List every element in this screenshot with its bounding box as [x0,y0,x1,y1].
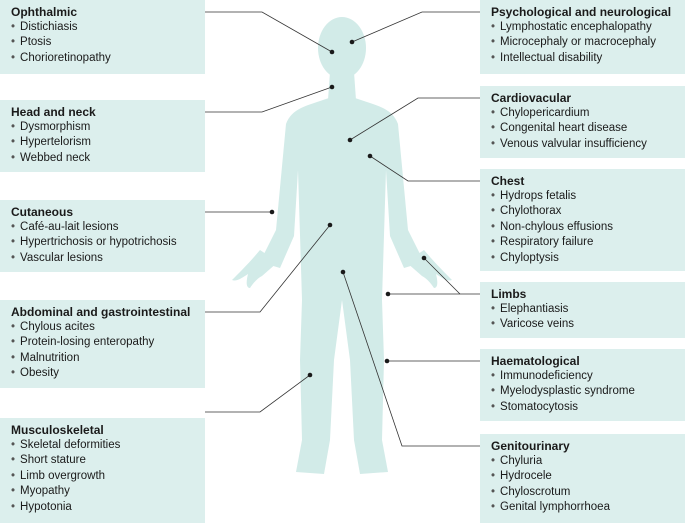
dot-genital [340,269,346,275]
musculoskeletal-item: Short stature [11,453,205,468]
musculoskeletal-box: Musculoskeletal Skeletal deformities Sho… [0,418,205,523]
cutaneous-title: Cutaneous [11,205,74,219]
cardiovascular-item: Congenital heart disease [491,121,685,136]
cutaneous-item: Vascular lesions [11,251,205,266]
musculoskeletal-item: Myopathy [11,484,205,499]
torso-and-legs-shape [260,98,424,474]
chest-item: Chyloptysis [491,251,685,266]
haematological-item: Stomatocytosis [491,400,685,415]
head-shape [318,17,366,79]
abdominal-item: Chylous acites [11,320,205,335]
musculoskeletal-item: Skeletal deformities [11,438,205,453]
haematological-title: Haematological [491,354,580,368]
abdominal-title: Abdominal and gastrointestinal [11,305,191,319]
psychological-box: Psychological and neurological Lymphosta… [480,0,685,74]
cardiovascular-item: Venous valvular insufficiency [491,137,685,152]
limbs-item: Elephantiasis [491,302,685,317]
left-hand-shape [232,250,278,288]
cardiovascular-box: Cardiovacular Chylopericardium Congenita… [480,86,685,158]
cardiovascular-title: Cardiovacular [491,91,572,105]
psychological-title: Psychological and neurological [491,5,672,19]
anchor-dots [269,39,427,378]
abdominal-item: Malnutrition [11,351,205,366]
leader-lines [205,11,480,447]
genitourinary-item: Genital lymphorrhoea [491,500,685,515]
haematological-box: Haematological Immunodeficiency Myelodys… [480,349,685,421]
leader-ophthalmic [205,11,333,53]
chest-item: Respiratory failure [491,235,685,250]
ophthalmic-item: Chorioretinopathy [11,51,205,66]
psychological-item: Microcephaly or macrocephaly [491,35,685,50]
neck-shape [328,72,356,100]
dot-neck [329,84,335,90]
ophthalmic-title: Ophthalmic [11,5,78,19]
abdominal-item: Obesity [11,366,205,381]
cutaneous-item: Café-au-lait lesions [11,220,205,235]
limbs-title: Limbs [491,287,527,301]
chest-item: Hydrops fetalis [491,189,685,204]
genitourinary-item: Chyluria [491,454,685,469]
haematological-item: Immunodeficiency [491,369,685,384]
dot-muscle [307,372,313,378]
dot-blood [384,358,390,364]
chest-box: Chest Hydrops fetalis Chylothorax Non-ch… [480,169,685,271]
ophthalmic-box: Ophthalmic Distichiasis Ptosis Chorioret… [0,0,205,74]
cutaneous-item: Hypertrichosis or hypotrichosis [11,235,205,250]
chest-title: Chest [491,174,525,188]
genitourinary-box: Genitourinary Chyluria Hydrocele Chylosc… [480,434,685,523]
ophthalmic-item: Ptosis [11,35,205,50]
head-neck-item: Webbed neck [11,151,205,166]
ophthalmic-item: Distichiasis [11,20,205,35]
dot-heart [347,137,353,143]
head-neck-title: Head and neck [11,105,96,119]
cutaneous-box: Cutaneous Café-au-lait lesions Hypertric… [0,200,205,272]
dot-leg [385,291,391,297]
limbs-box: Limbs Elephantiasis Varicose veins [480,282,685,338]
right-hand-shape [406,250,452,288]
genitourinary-item: Chyloscrotum [491,485,685,500]
head-neck-item: Dysmorphism [11,120,205,135]
abdominal-item: Protein-losing enteropathy [11,335,205,350]
genitourinary-item: Hydrocele [491,469,685,484]
genitourinary-title: Genitourinary [491,439,570,453]
haematological-item: Myelodysplastic syndrome [491,384,685,399]
leader-psychological [351,11,480,43]
dot-chest [367,153,373,159]
leader-limbs-hand [423,257,461,295]
limbs-item: Varicose veins [491,317,685,332]
psychological-item: Lymphostatic encephalopathy [491,20,685,35]
chest-item: Non-chylous effusions [491,220,685,235]
dot-skin [269,209,275,215]
dot-abdomen [327,222,333,228]
leader-chest [369,155,480,182]
dot-hand [421,255,427,261]
musculoskeletal-item: Limb overgrowth [11,469,205,484]
dot-brain [349,39,355,45]
abdominal-box: Abdominal and gastrointestinal Chylous a… [0,300,205,388]
cardiovascular-item: Chylopericardium [491,106,685,121]
leader-genitourinary [342,271,480,447]
leader-head-neck [205,86,333,113]
leader-musculoskeletal [205,374,311,413]
musculoskeletal-title: Musculoskeletal [11,423,104,437]
human-silhouette [232,17,452,474]
head-neck-item: Hypertelorism [11,135,205,150]
chest-item: Chylothorax [491,204,685,219]
head-neck-box: Head and neck Dysmorphism Hypertelorism … [0,100,205,172]
dot-eye [329,49,335,55]
musculoskeletal-item: Hypotonia [11,500,205,515]
leader-cardiovascular [349,97,480,141]
leader-abdominal [205,224,331,313]
psychological-item: Intellectual disability [491,51,685,66]
